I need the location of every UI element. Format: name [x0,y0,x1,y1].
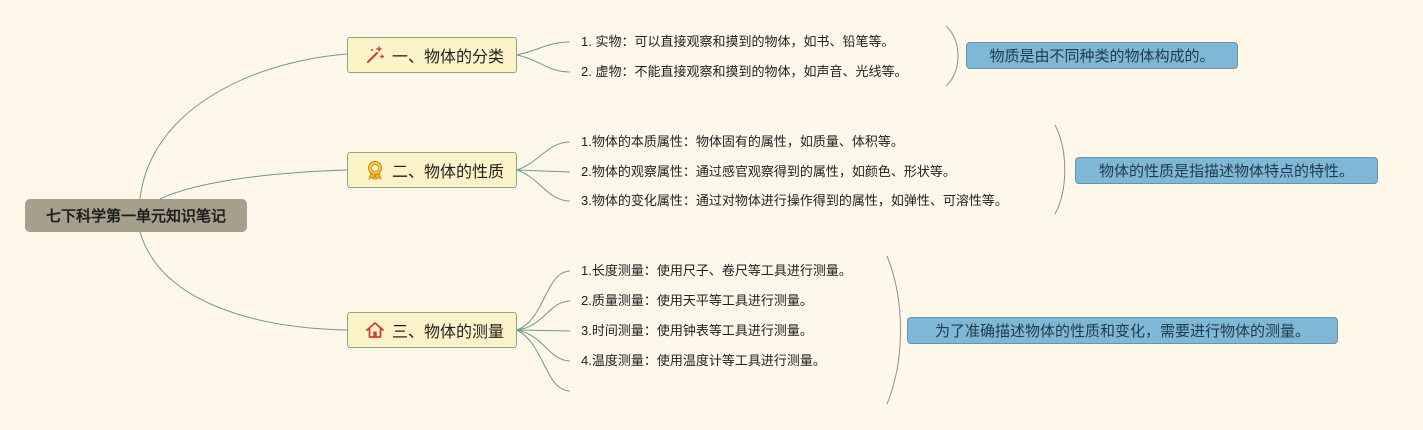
leaf-item[interactable]: 3.时间测量：使用钟表等工具进行测量。 [581,323,813,338]
topic-properties[interactable]: 二、物体的性质 [347,152,517,188]
topic-measurement[interactable]: 三、物体的测量 [347,312,517,348]
leaf-item[interactable]: 2. 虚物：不能直接观察和摸到的物体，如声音、光线等。 [581,64,908,79]
magic-wand-icon [364,44,386,66]
topic-label: 二、物体的性质 [392,164,505,181]
root-node[interactable]: 七下科学第一单元知识笔记 [25,199,247,232]
summary-bracket-2 [1054,124,1066,215]
topic-1-to-leaf-2-line [516,54,571,73]
topic-2-to-leaf-2-line [516,169,571,173]
root-to-topic-3-line [139,231,348,331]
topic-label: 一、物体的分类 [392,49,505,66]
summary-classification[interactable]: 物质是由不同种类的物体构成的。 [966,42,1238,69]
leaf-item[interactable]: 1. 实物：可以直接观察和摸到的物体，如书、铅笔等。 [581,34,895,49]
root-to-topic-1-line [139,53,348,200]
topic-3-to-leaf-1-line [516,270,571,331]
home-icon [364,319,386,341]
topic-3-to-leaf-5-line [516,329,571,392]
root-to-topic-2-line [159,169,348,200]
topic-1-to-leaf-1-line [516,41,571,56]
leaf-item[interactable]: 2.物体的观察属性：通过感官观察得到的属性，如颜色、形状等。 [581,164,956,179]
summary-bracket-1 [945,25,959,87]
topic-3-to-leaf-4-line [516,329,571,362]
topic-3-to-leaf-3-line [516,329,571,332]
summary-measurement[interactable]: 为了准确描述物体的性质和变化，需要进行物体的测量。 [907,317,1338,344]
topic-label: 三、物体的测量 [392,324,505,341]
leaf-item[interactable]: 2.质量测量：使用天平等工具进行测量。 [581,293,813,308]
award-ribbon-icon [364,159,386,181]
topic-2-to-leaf-1-line [516,141,571,171]
topic-2-to-leaf-3-line [516,169,571,202]
topic-3-to-leaf-2-line [516,300,571,331]
leaf-item[interactable]: 4.温度测量：使用温度计等工具进行测量。 [581,353,826,368]
summary-bracket-3 [886,255,901,405]
topic-classification[interactable]: 一、物体的分类 [347,37,517,73]
summary-properties[interactable]: 物体的性质是指描述物体特点的特性。 [1075,157,1378,184]
leaf-item[interactable]: 1.长度测量：使用尺子、卷尺等工具进行测量。 [581,263,852,278]
leaf-item[interactable]: 1.物体的本质属性：物体固有的属性，如质量、体积等。 [581,134,904,149]
leaf-item[interactable]: 3.物体的变化属性：通过对物体进行操作得到的属性，如弹性、可溶性等。 [581,193,1008,208]
